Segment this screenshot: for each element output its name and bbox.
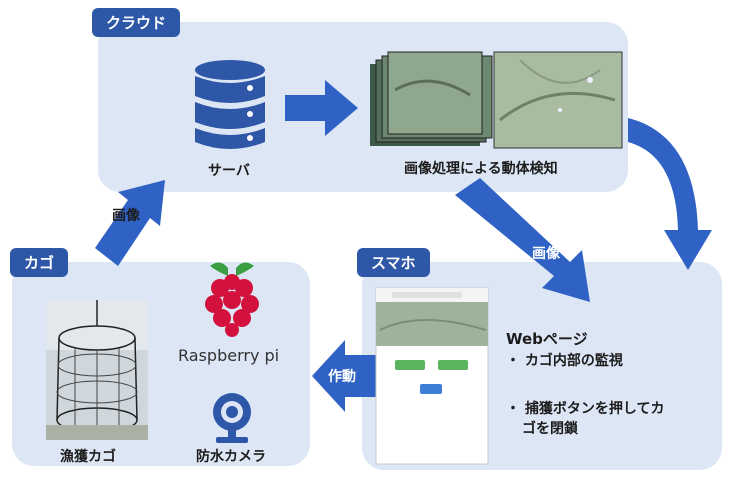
arrow-image-up [95, 180, 165, 266]
bullet-capture-cont: ゴを閉鎖 [522, 421, 578, 437]
web-title: Webページ [506, 330, 588, 348]
arrow-cloud-to-smartphone-curved [628, 118, 712, 270]
arrow-image-down [455, 178, 590, 302]
cloud-tag: クラウド [92, 8, 181, 37]
processed-image [493, 51, 623, 149]
fishing-cage-label: 漁獲カゴ [60, 449, 116, 465]
detection-label: 画像処理による動体検知 [404, 161, 558, 177]
image-up-label: 画像 [112, 208, 140, 224]
webcam-icon [213, 393, 251, 443]
smartphone-tag: スマホ [357, 248, 430, 277]
frame-stack-image [370, 51, 493, 146]
actuate-label: 作動 [328, 369, 356, 385]
bullet-dot: ・ [506, 353, 525, 369]
arrow-actuate [312, 340, 378, 412]
raspberry-icon [205, 262, 259, 337]
bullet-monitor-text: カゴ内部の監視 [524, 353, 623, 369]
bullet-dot: ・ [506, 401, 525, 417]
cage-tag: カゴ [10, 248, 69, 277]
bullet-monitor: ・ カゴ内部の監視 [506, 350, 623, 370]
raspberry-label: Raspberry pi [178, 346, 280, 365]
bullet-capture-text: 捕獲ボタンを押してカ [524, 401, 665, 417]
image-down-label: 画像 [532, 246, 560, 262]
database-icon [195, 60, 265, 149]
fishing-cage-photo [46, 300, 148, 440]
phone-mock [375, 287, 489, 465]
server-label: サーバ [208, 163, 250, 179]
arrow-server-to-processing [285, 80, 358, 136]
camera-label: 防水カメラ [196, 449, 266, 465]
bullet-capture: ・ 捕獲ボタンを押してカ [506, 398, 664, 418]
